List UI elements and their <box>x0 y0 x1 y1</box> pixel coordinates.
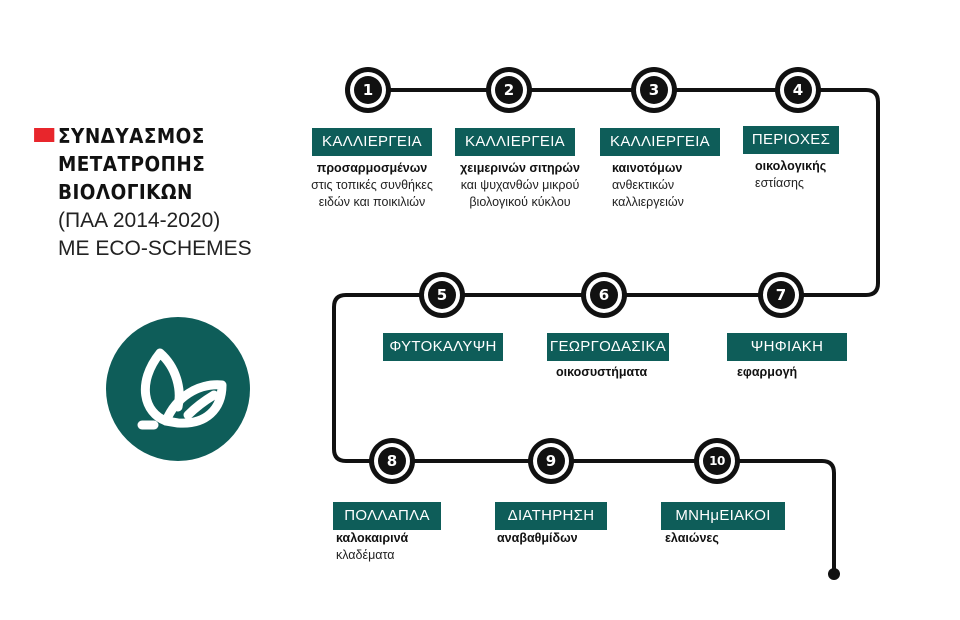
stop-9-number: 9 <box>537 447 565 475</box>
stop-4-desc-line-1: εστίασης <box>755 176 804 190</box>
stop-4-label: ΠΕΡΙΟΧΕΣ <box>743 126 839 154</box>
stop-4-number: 4 <box>784 76 812 104</box>
stop-1-number: 1 <box>354 76 382 104</box>
stop-4-description: οικολογικής εστίασης <box>755 158 865 192</box>
stop-2-number: 2 <box>495 76 523 104</box>
stop-9-desc-strong: αναβαθμίδων <box>497 531 578 545</box>
stop-2-desc-line-2: βιολογικού κύκλου <box>469 195 571 209</box>
title-subtitle-line-1: (ΠΑΑ 2014-2020) <box>58 209 221 232</box>
stop-1-desc-line-1: στις τοπικές συνθήκες <box>311 178 433 192</box>
stop-7-label: ΨΗΦΙΑΚΗ <box>727 333 847 361</box>
stop-10-desc-strong: ελαιώνες <box>665 531 719 545</box>
stop-3-desc-line-2: καλλιεργειών <box>612 195 684 209</box>
route-line <box>332 88 880 572</box>
title-line-1-text: ΣΥΝΔΥΑΣΜΟΣ <box>58 124 205 148</box>
stop-8-marker: 8 <box>369 438 415 484</box>
stop-1-desc-strong: προσαρμοσμένων <box>316 161 428 175</box>
leaf-sprout-icon <box>106 317 250 461</box>
stop-7-number: 7 <box>767 281 795 309</box>
stop-1-desc-line-2: ειδών και ποικιλιών <box>318 195 426 209</box>
title-bold: ΣΥΝΔΥΑΣΜΟΣ ΜΕΤΑΤΡΟΠΗΣ ΒΙΟΛΟΓΙΚΩΝ <box>34 122 316 206</box>
route-end-dot <box>828 568 840 580</box>
stop-6-marker: 6 <box>581 272 627 318</box>
stop-3-label: ΚΑΛΛΙΕΡΓΕΙΑ <box>600 128 720 156</box>
stop-8-number: 8 <box>378 447 406 475</box>
stop-6-number: 6 <box>590 281 618 309</box>
title-line-1: ΣΥΝΔΥΑΣΜΟΣ <box>34 122 316 150</box>
stop-1-description: προσαρμοσμένων στις τοπικές συνθήκες ειδ… <box>302 160 442 211</box>
stop-10-marker: 10 <box>694 438 740 484</box>
stop-2-description: χειμερινών σιτηρών και ψυχανθών μικρού β… <box>445 160 595 211</box>
stop-6-label: ΓΕΩΡΓΟΔΑΣΙΚΑ <box>547 333 669 361</box>
stop-2-desc-strong: χειμερινών σιτηρών <box>460 161 580 175</box>
stop-7-marker: 7 <box>758 272 804 318</box>
stop-8-description: καλοκαιρινά κλαδέματα <box>336 530 456 564</box>
title-line-2: ΜΕΤΑΤΡΟΠΗΣ <box>58 152 206 176</box>
stop-7-desc-strong: εφαρμογή <box>737 365 798 379</box>
stop-9-description: αναβαθμίδων <box>497 530 617 547</box>
stop-8-label: ΠΟΛΛΑΠΛΑ <box>333 502 441 530</box>
stop-5-label: ΦΥΤΟΚΑΛΥΨΗ <box>383 333 503 361</box>
stop-6-desc-strong: οικοσυστήματα <box>556 365 648 379</box>
stop-2-label: ΚΑΛΛΙΕΡΓΕΙΑ <box>455 128 575 156</box>
stop-3-marker: 3 <box>631 67 677 113</box>
red-square-icon <box>34 128 55 142</box>
title-block: ΣΥΝΔΥΑΣΜΟΣ ΜΕΤΑΤΡΟΠΗΣ ΒΙΟΛΟΓΙΚΩΝ (ΠΑΑ 20… <box>34 122 338 263</box>
stop-3-desc-strong: καινοτόμων <box>612 161 683 175</box>
stop-9-marker: 9 <box>528 438 574 484</box>
stop-4-desc-strong: οικολογικής <box>755 159 827 173</box>
stop-3-description: καινοτόμων ανθεκτικών καλλιεργειών <box>612 160 732 211</box>
stop-9-label: ΔΙΑΤΗΡΗΣΗ <box>495 502 607 530</box>
stop-1-label: ΚΑΛΛΙΕΡΓΕΙΑ <box>312 128 432 156</box>
stop-4-marker: 4 <box>775 67 821 113</box>
stop-8-desc-line-1: κλαδέματα <box>336 548 395 562</box>
stop-6-description: οικοσυστήματα <box>556 364 676 381</box>
stop-1-marker: 1 <box>345 67 391 113</box>
stop-5-number: 5 <box>428 281 456 309</box>
stop-7-description: εφαρμογή <box>737 364 847 381</box>
stop-10-number: 10 <box>703 447 731 475</box>
stop-10-label: ΜΝΗμΕΙΑΚΟΙ <box>661 502 785 530</box>
stop-2-marker: 2 <box>486 67 532 113</box>
stop-3-number: 3 <box>640 76 668 104</box>
stop-2-desc-line-1: και ψυχανθών μικρού <box>460 178 580 192</box>
title-line-3: ΒΙΟΛΟΓΙΚΩΝ <box>58 180 193 204</box>
title-subtitle: (ΠΑΑ 2014-2020) ΜΕ ECO-SCHEMES <box>58 207 338 263</box>
stop-3-desc-line-1: ανθεκτικών <box>612 178 675 192</box>
stop-8-desc-strong: καλοκαιρινά <box>336 531 409 545</box>
stop-10-description: ελαιώνες <box>665 530 785 547</box>
stop-5-marker: 5 <box>419 272 465 318</box>
title-subtitle-line-2: ΜΕ ECO-SCHEMES <box>58 237 252 260</box>
